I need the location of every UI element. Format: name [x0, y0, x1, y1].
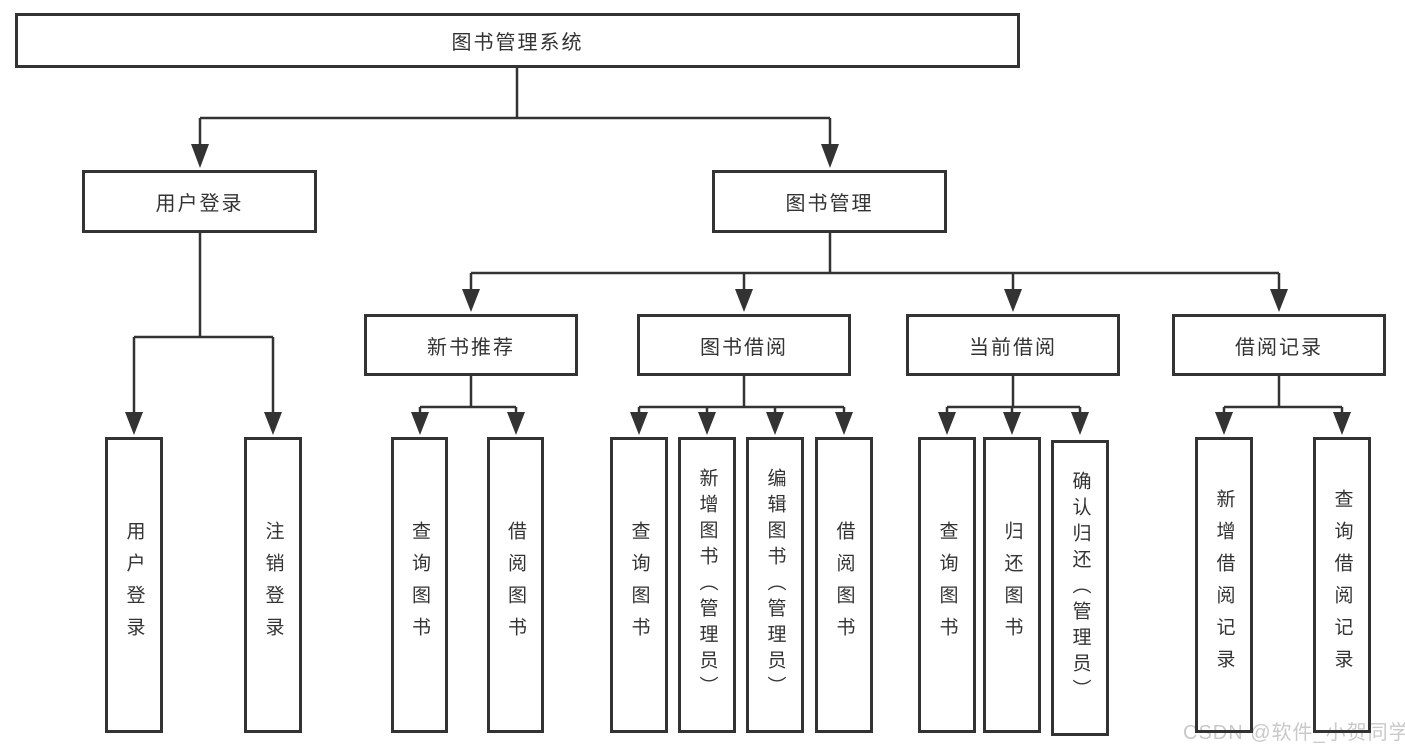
connector-user-login — [132, 233, 275, 414]
arrow-icon — [938, 412, 956, 435]
arrow-icon — [1071, 412, 1089, 435]
node-borrow-records: 借阅记录 — [1172, 314, 1386, 376]
arrow-icon — [125, 412, 143, 435]
arrow-icon — [835, 412, 853, 435]
node-library-system: 图书管理系统 — [15, 13, 1020, 68]
connector-root — [198, 68, 832, 147]
leaf-confirm-return-admin: 确认归还（管理员） — [1051, 440, 1109, 736]
connector-book-management — [469, 233, 1281, 292]
node-user-login: 用户登录 — [82, 170, 317, 233]
arrow-icon — [462, 289, 480, 312]
leaf-return-books: 归还图书 — [983, 437, 1041, 733]
arrow-icon — [1004, 289, 1022, 312]
arrow-icon — [191, 144, 209, 168]
leaf-borrow-books: 借阅图书 — [815, 437, 873, 733]
node-book-management: 图书管理 — [712, 170, 947, 233]
leaf-user-login: 用户登录 — [105, 437, 163, 733]
arrowheads — [125, 144, 1351, 435]
arrow-icon — [507, 412, 525, 435]
node-book-borrow: 图书借阅 — [637, 314, 851, 376]
leaf-query-books-borrow: 查询图书 — [610, 437, 668, 733]
arrow-icon — [630, 412, 648, 435]
arrow-icon — [411, 412, 429, 435]
leaf-logout: 注销登录 — [244, 437, 302, 733]
arrow-icon — [735, 289, 753, 312]
leaf-borrow-books-recommend: 借阅图书 — [487, 437, 544, 733]
leaf-query-books-recommend: 查询图书 — [391, 437, 448, 733]
connector-current-borrow — [945, 376, 1082, 415]
csdn-watermark: CSDN @软件_小贺同学 — [1183, 722, 1405, 744]
arrow-icon — [698, 412, 716, 435]
leaf-edit-book-admin: 编辑图书（管理员） — [746, 437, 804, 733]
arrow-icon — [1333, 412, 1351, 435]
connector-book-borrow — [637, 376, 846, 415]
leaf-query-books-current: 查询图书 — [918, 437, 976, 733]
leaf-add-book-admin: 新增图书（管理员） — [678, 437, 736, 733]
node-current-borrow: 当前借阅 — [906, 314, 1120, 376]
connector-borrow-records — [1222, 376, 1344, 415]
arrow-icon — [821, 144, 839, 168]
connector-new-book-recommend — [418, 376, 518, 415]
arrow-icon — [1215, 412, 1233, 435]
arrow-icon — [1003, 412, 1021, 435]
node-new-book-recommend: 新书推荐 — [364, 314, 578, 376]
arrow-icon — [264, 412, 282, 435]
leaf-add-borrow-record: 新增借阅记录 — [1195, 437, 1253, 733]
arrow-icon — [1270, 289, 1288, 312]
leaf-query-borrow-record: 查询借阅记录 — [1313, 437, 1371, 733]
arrow-icon — [766, 412, 784, 435]
